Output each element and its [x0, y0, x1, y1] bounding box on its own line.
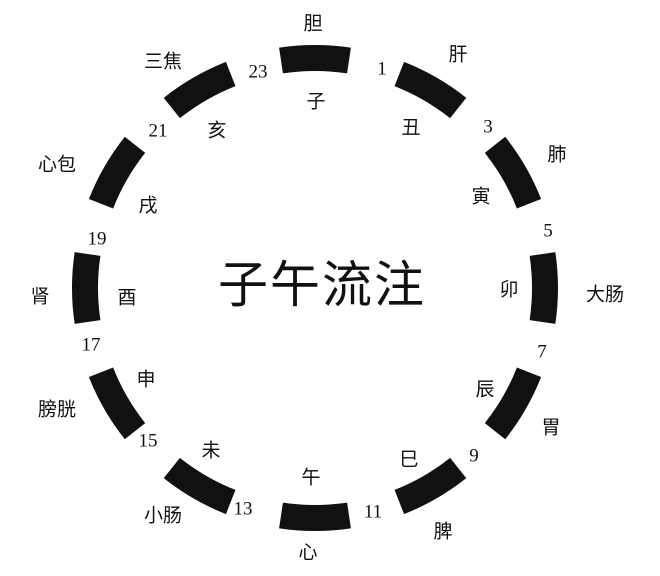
- meridian-bar-yin: [484, 136, 542, 209]
- branch-label-chou: 丑: [401, 116, 421, 139]
- organ-label-spleen: 脾: [433, 520, 453, 543]
- organ-label-large-intestine: 大肠: [585, 283, 625, 306]
- meridian-bar-chen: [484, 367, 542, 440]
- hour-label-1: 1: [377, 58, 387, 80]
- meridian-bar-you: [72, 252, 101, 324]
- branch-label-wu: 午: [301, 466, 321, 489]
- hour-label-9: 9: [469, 445, 479, 467]
- hour-label-17: 17: [81, 334, 101, 356]
- organ-label-triple-burner: 三焦: [143, 50, 183, 73]
- branch-label-mao: 卯: [499, 278, 519, 301]
- branch-label-shen: 申: [136, 368, 156, 391]
- hour-label-13: 13: [233, 498, 253, 520]
- meridian-bar-wei: [163, 457, 236, 515]
- branch-label-xu: 戌: [138, 194, 158, 217]
- meridian-bar-si: [394, 457, 467, 515]
- organ-label-kidney: 肾: [30, 285, 50, 308]
- organ-label-gallbladder: 胆: [303, 12, 323, 35]
- organ-label-heart: 心: [298, 541, 318, 564]
- meridian-bar-chou: [394, 61, 467, 119]
- branch-label-chen: 辰: [475, 378, 495, 401]
- hour-label-21: 21: [148, 120, 168, 142]
- hour-label-19: 19: [87, 228, 107, 250]
- organ-label-lung: 肺: [547, 143, 567, 166]
- hour-label-23: 23: [248, 61, 268, 83]
- branch-label-wei: 未: [201, 439, 221, 462]
- meridian-bar-zi: [279, 45, 351, 74]
- meridian-bar-wu: [279, 502, 351, 532]
- hour-label-15: 15: [138, 430, 158, 452]
- branch-label-hai: 亥: [207, 119, 227, 142]
- branch-label-zi: 子: [306, 90, 326, 113]
- hour-label-5: 5: [543, 220, 553, 242]
- hour-label-3: 3: [483, 116, 493, 138]
- meridian-bar-shen: [88, 367, 146, 440]
- organ-label-small-intestine: 小肠: [143, 504, 183, 527]
- branch-label-you: 酉: [117, 286, 137, 309]
- meridian-bar-mao: [529, 252, 558, 324]
- meridian-bar-hai: [163, 61, 236, 119]
- branch-label-yin: 寅: [471, 185, 491, 208]
- organ-label-liver: 肝: [448, 43, 468, 66]
- diagram-title: 子午流注: [218, 256, 426, 314]
- hour-label-11: 11: [363, 501, 383, 523]
- branch-label-si: 巳: [399, 448, 419, 471]
- organ-label-stomach: 胃: [541, 416, 561, 439]
- organ-label-bladder: 膀胱: [37, 398, 77, 421]
- hour-label-7: 7: [537, 341, 547, 363]
- meridian-bar-xu: [88, 136, 146, 209]
- organ-label-pericardium: 心包: [37, 153, 77, 176]
